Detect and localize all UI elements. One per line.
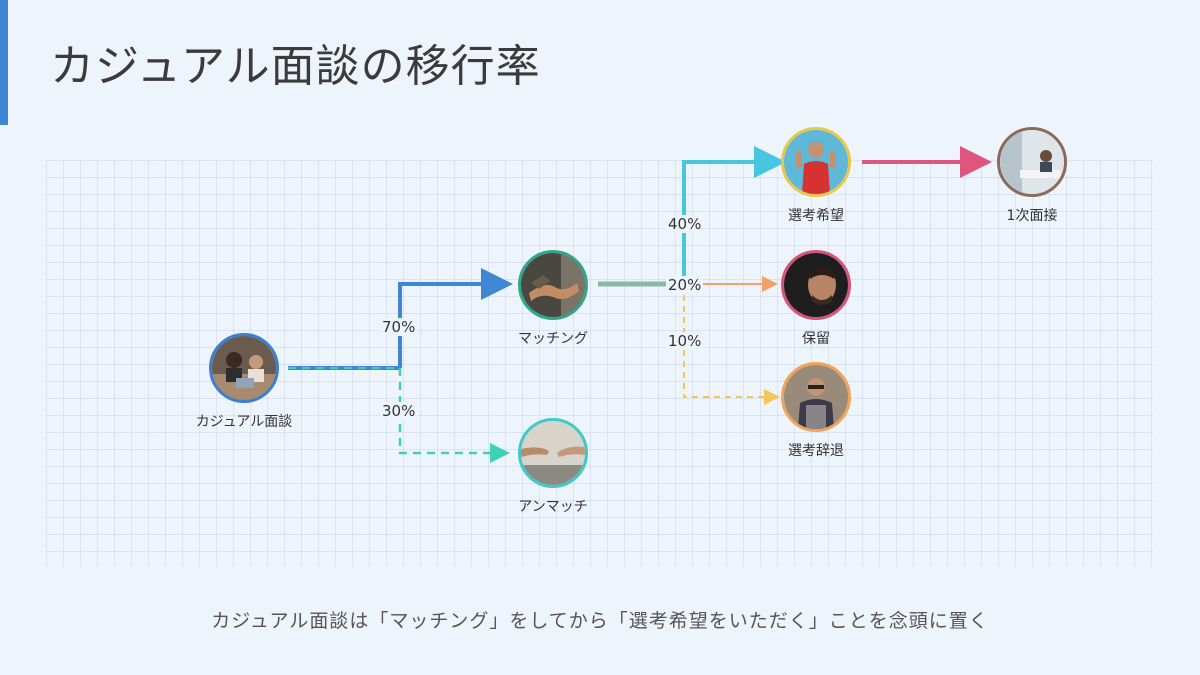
man-portrait-photo	[781, 250, 851, 320]
edge-to-matching	[398, 268, 513, 368]
node-decline: 選考辞退	[781, 362, 851, 459]
title-accent-bar	[0, 0, 8, 125]
pct-to-apply: 40%	[666, 215, 704, 233]
man-with-glasses-photo	[781, 362, 851, 432]
meeting-photo	[997, 127, 1067, 197]
node-label: 選考辞退	[788, 443, 844, 459]
node-hold: 保留	[781, 250, 851, 347]
page-title: カジュアル面談の移行率	[50, 41, 541, 92]
node-label: 選考希望	[788, 208, 844, 224]
footer-caption: カジュアル面談は「マッチング」をしてから「選考希望をいただく」ことを念頭に置く	[211, 610, 989, 632]
node-apply: 選考希望	[781, 127, 851, 224]
hands-reaching-photo	[518, 418, 588, 488]
edge-to-apply	[682, 146, 786, 284]
node-unmatch: アンマッチ	[518, 418, 588, 515]
node-casual-interview: カジュアル面談	[196, 333, 292, 430]
node-label: アンマッチ	[518, 499, 588, 515]
celebrating-man-photo	[781, 127, 851, 197]
pct-to-decline: 10%	[666, 332, 704, 350]
pct-to-matching: 70%	[380, 318, 418, 336]
two-people-at-laptop-photo	[209, 333, 279, 403]
pct-to-unmatch: 30%	[380, 402, 418, 420]
node-label: 1次面接	[1006, 208, 1058, 224]
edge-to-decline	[683, 284, 780, 405]
edge-to-unmatch	[398, 368, 510, 463]
node-label: 保留	[802, 331, 830, 347]
node-matching: マッチング	[518, 250, 588, 347]
handshake-photo	[518, 250, 588, 320]
pct-to-hold: 20%	[666, 276, 704, 294]
node-label: カジュアル面談	[195, 414, 293, 430]
node-label: マッチング	[518, 331, 588, 347]
node-first-interview: 1次面接	[997, 127, 1067, 224]
